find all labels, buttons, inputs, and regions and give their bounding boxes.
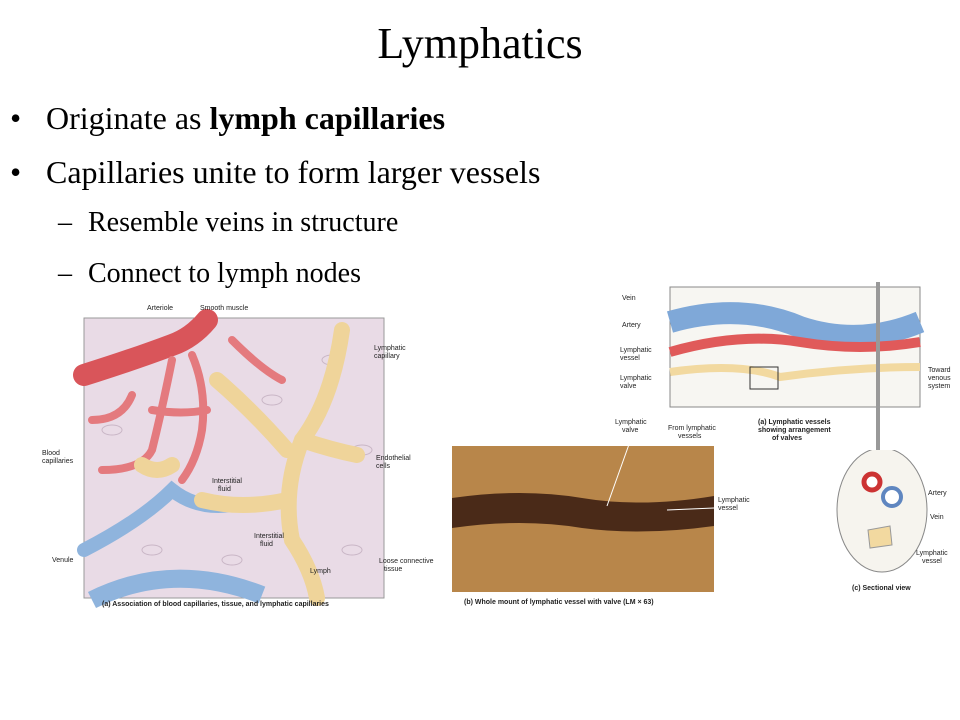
label-blood-capillaries: Blood [42, 450, 60, 457]
lymphatic-capillary-network [134, 322, 365, 606]
slide-title: Lymphatics [377, 19, 583, 68]
label-artery-c: Artery [928, 490, 947, 497]
label-venule: Venule [52, 557, 74, 564]
label-lymphatic-vessel: Lymphatic [620, 347, 652, 354]
label-endothelial-2: cells [376, 463, 391, 470]
lymphatic-section [867, 525, 893, 549]
label-interstitial-a-2: fluid [218, 486, 231, 493]
vein-vessel [666, 302, 925, 347]
label-vein-c: Vein [930, 514, 944, 521]
sub-bullet-text: Resemble veins in structure [88, 207, 399, 238]
caption-valves-2: showing arrangement [758, 427, 831, 434]
label-toward: Toward [928, 367, 951, 374]
caption-c: (c) Sectional view [852, 585, 911, 592]
arteriole-vessel [73, 309, 218, 386]
label-lymphatic-capillary: Lymphatic [374, 345, 406, 352]
label-loose-connective: Loose connective [379, 558, 434, 565]
label-vein: Vein [622, 295, 636, 302]
label-lymphatic-valve-2: valve [620, 383, 636, 390]
bullet-dot: • [10, 154, 22, 190]
label-lymphatic-c: Lymphatic [916, 550, 948, 557]
label-valve-2: valve [622, 427, 638, 434]
label-loose-connective-2: tissue [384, 566, 402, 573]
label-lymph: Lymph [310, 568, 331, 575]
blood-capillary-network [88, 336, 286, 484]
caption-b: (b) Whole mount of lymphatic vessel with… [464, 599, 654, 606]
label-vessel: Lymphatic [718, 497, 750, 504]
vein-section [881, 486, 903, 508]
label-valve: Lymphatic [615, 419, 647, 426]
section-ellipse [836, 450, 928, 573]
artery-vessel [668, 333, 921, 357]
figure-lymphatic-valves: Vein Artery Lymphatic vessel Lymphatic v… [620, 282, 951, 452]
label-smooth-muscle: Smooth muscle [200, 305, 248, 312]
valve-detail-box [749, 366, 779, 390]
bullet-text: Capillaries unite to form larger vessels [46, 154, 541, 190]
caption-valves-3: of valves [772, 435, 802, 442]
label-lymphatic-valve: Lymphatic [620, 375, 652, 382]
sub-bullet-lymph-nodes: – Connect to lymph nodes [58, 258, 361, 290]
label-lymphatic-vessel-2: vessel [620, 355, 640, 362]
figure-micrograph: Lymphatic valve Lymphatic vessel (b) Who… [452, 419, 750, 606]
artery-section [861, 471, 883, 493]
label-arteriole: Arteriole [147, 305, 173, 312]
label-lymphatic-capillary-2: capillary [374, 353, 400, 360]
figure-sectional-view: Artery Vein Lymphatic vessel (c) Section… [836, 450, 948, 592]
vessel-pointer [666, 507, 715, 511]
bullet-text: Originate as [46, 100, 210, 136]
label-toward-2: venous [928, 375, 951, 382]
label-interstitial-a: Interstitial [212, 478, 242, 485]
label-vessel-2: vessel [718, 505, 738, 512]
label-endothelial: Endothelial [376, 455, 411, 462]
bullet-bold-term: lymph capillaries [209, 100, 446, 136]
caption-valves: (a) Lymphatic vessels [758, 419, 831, 426]
label-from-lymphatic: From lymphatic [668, 425, 716, 432]
micrograph-vessel [452, 493, 714, 532]
valve-pointer [606, 421, 638, 507]
bullet-originate: • Originate as lymph capillaries [10, 100, 446, 136]
label-lymphatic-c-2: vessel [922, 558, 942, 565]
bullet-capillaries-unite: • Capillaries unite to form larger vesse… [10, 154, 541, 190]
caption-a: (a) Association of blood capillaries, ti… [102, 601, 329, 608]
sub-bullet-text: Connect to lymph nodes [88, 258, 361, 289]
label-toward-3: system [928, 383, 950, 390]
label-interstitial-b-2: fluid [260, 541, 273, 548]
label-artery: Artery [622, 322, 641, 329]
label-blood-capillaries-2: capillaries [42, 458, 74, 465]
label-from-lymphatic-2: vessels [678, 433, 702, 440]
sub-bullet-dash: – [58, 207, 72, 238]
sub-bullet-resemble-veins: – Resemble veins in structure [58, 207, 399, 239]
bullet-dot: • [10, 100, 22, 136]
label-interstitial-b: Interstitial [254, 533, 284, 540]
venule-main [87, 569, 266, 609]
sub-bullet-dash: – [58, 258, 72, 289]
figure-capillary-association: Arteriole Smooth muscle Lymphatic capill… [42, 305, 434, 609]
